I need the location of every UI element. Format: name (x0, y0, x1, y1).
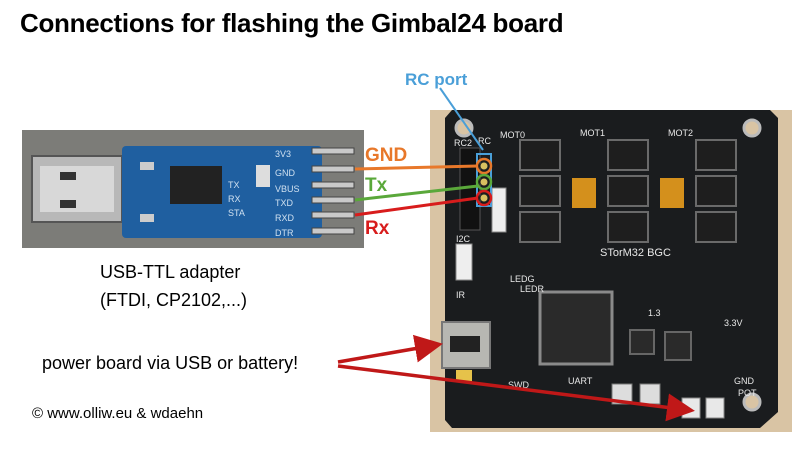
usb-ttl-adapter-caption: USB-TTL adapter (FTDI, CP2102,...) (100, 258, 247, 314)
mini-usb-socket (450, 336, 480, 352)
adapter-header-pin (311, 227, 355, 235)
usb-plug-slot-bottom (60, 200, 76, 208)
tx-pin-marker (475, 173, 493, 191)
mosfet (607, 139, 649, 171)
silkscreen-label: GND (734, 376, 755, 386)
mosfet (607, 175, 649, 207)
usb-ttl-adapter-examples: (FTDI, CP2102,...) (100, 290, 248, 310)
mosfet (607, 211, 649, 243)
adapter-pin-label: VBUS (275, 184, 300, 194)
rx-label: Rx (365, 218, 390, 239)
usb-power-arrow (337, 334, 443, 364)
mcu-chip (538, 290, 614, 366)
adapter-chip-label: TX (228, 180, 240, 190)
gnd-wire (354, 164, 479, 171)
silkscreen-label: STorM32 BGC (600, 247, 671, 259)
rc-port-label: RC port (405, 70, 468, 89)
rc-pin (479, 161, 489, 171)
silkscreen-label: SWD (508, 380, 529, 390)
rc-port-pointer (439, 87, 484, 151)
mosfet (519, 175, 561, 207)
power-note: power board via USB or battery! (42, 353, 299, 373)
connector (491, 187, 507, 233)
rx-wire (354, 196, 479, 217)
adapter-header-pin (311, 181, 355, 189)
adapter-header-pin (311, 165, 355, 173)
adapter-component (256, 165, 270, 187)
silkscreen-label: LEDG (510, 274, 535, 284)
mounting-hole (742, 392, 762, 412)
board-button (639, 383, 661, 405)
mosfet (519, 211, 561, 243)
silkscreen-label: MOT0 (500, 130, 525, 140)
small-chip (629, 329, 655, 355)
silkscreen-label: UART (568, 376, 593, 386)
capacitor (660, 178, 684, 208)
copyright-notice: © www.olliw.eu & wdaehn (32, 405, 204, 422)
mosfet (519, 139, 561, 171)
adapter-chip-label: RX (228, 194, 241, 204)
adapter-pin-label: 3V3 (275, 149, 291, 159)
adapter-chip-label: STA (228, 208, 245, 218)
silkscreen-label: MOT2 (668, 128, 693, 138)
board-button (611, 383, 633, 405)
silkscreen-label: LEDR (520, 284, 545, 294)
adapter-header-pin (311, 196, 355, 204)
adapter-pin-label: RXD (275, 213, 295, 223)
adapter-smd-1 (140, 162, 154, 170)
capacitor (572, 178, 596, 208)
silkscreen-label: I2C (456, 234, 471, 244)
usb-plug-slot-top (60, 172, 76, 180)
adapter-pin-label: TXD (275, 198, 294, 208)
mosfet (695, 139, 737, 171)
silkscreen-label: 3.3V (724, 318, 743, 328)
silkscreen-label: RC (478, 136, 491, 146)
connector (455, 243, 473, 281)
silkscreen-label: RC2 (454, 138, 472, 148)
usb-ttl-adapter-title: USB-TTL adapter (100, 262, 241, 282)
power-terminal (705, 397, 725, 419)
mosfet (695, 175, 737, 207)
adapter-smd-2 (140, 214, 154, 222)
silkscreen-label: POT (738, 388, 757, 398)
rc-pin (479, 193, 489, 203)
silkscreen-label: MOT1 (580, 128, 605, 138)
silkscreen-label: IR (456, 290, 466, 300)
mounting-hole (454, 118, 474, 138)
adapter-header-pin (311, 147, 355, 155)
led (456, 370, 472, 382)
tx-label: Tx (365, 175, 388, 196)
small-chip (664, 331, 692, 361)
tx-wire (354, 184, 479, 202)
usb-plug-face (40, 166, 114, 212)
mounting-hole (742, 118, 762, 138)
adapter-pin-label: GND (275, 168, 296, 178)
rc-pin (479, 177, 489, 187)
adapter-header-pin (311, 211, 355, 219)
mosfet (695, 211, 737, 243)
adapter-chip (170, 166, 222, 204)
battery-power-arrow (337, 364, 695, 422)
silkscreen-label: 1.3 (648, 308, 661, 318)
gnd-label: GND (365, 145, 408, 166)
page-title: Connections for flashing the Gimbal24 bo… (20, 8, 564, 38)
adapter-pin-label: DTR (275, 228, 294, 238)
